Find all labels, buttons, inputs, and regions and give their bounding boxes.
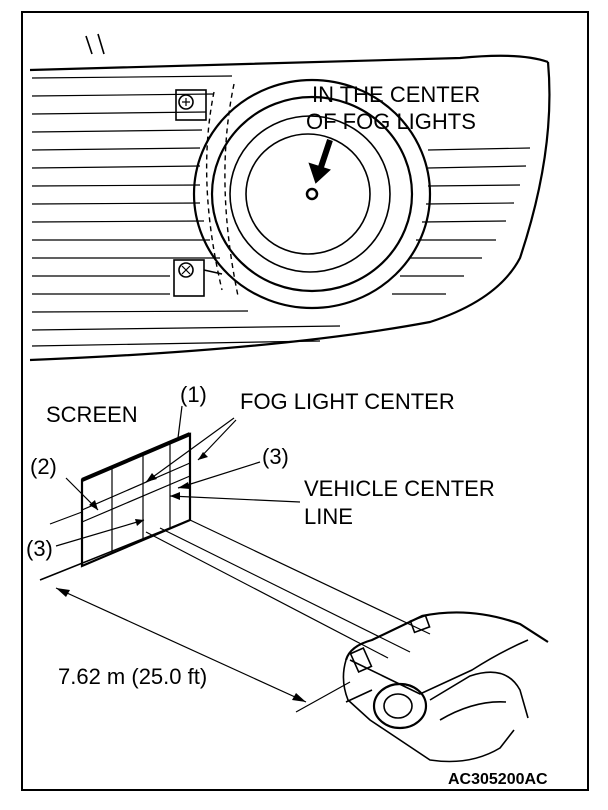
label-ref2: (2) bbox=[30, 454, 57, 479]
label-distance: 7.62 m (25.0 ft) bbox=[58, 664, 207, 689]
label-center-line2: OF FOG LIGHTS bbox=[306, 109, 476, 134]
label-vehicle-center-line1: VEHICLE CENTER bbox=[304, 476, 495, 501]
label-vehicle-center-line2: LINE bbox=[304, 504, 353, 529]
figure-frame bbox=[21, 11, 589, 791]
center-pointer-arrow bbox=[308, 162, 331, 184]
vehicle-outline bbox=[342, 611, 549, 763]
fog-light-center-mark bbox=[305, 187, 319, 201]
label-ref3-right: (3) bbox=[262, 444, 289, 469]
label-ref1: (1) bbox=[180, 382, 207, 407]
label-figure-code: AC305200AC bbox=[448, 771, 548, 788]
grille-slats bbox=[31, 75, 531, 347]
label-center-line1: IN THE CENTER bbox=[312, 82, 480, 107]
label-screen: SCREEN bbox=[46, 402, 138, 427]
label-ref3-left: (3) bbox=[26, 536, 53, 561]
label-fog-light-center: FOG LIGHT CENTER bbox=[240, 389, 455, 414]
aiming-setup bbox=[39, 405, 549, 763]
fog-light-assembly bbox=[29, 33, 551, 362]
